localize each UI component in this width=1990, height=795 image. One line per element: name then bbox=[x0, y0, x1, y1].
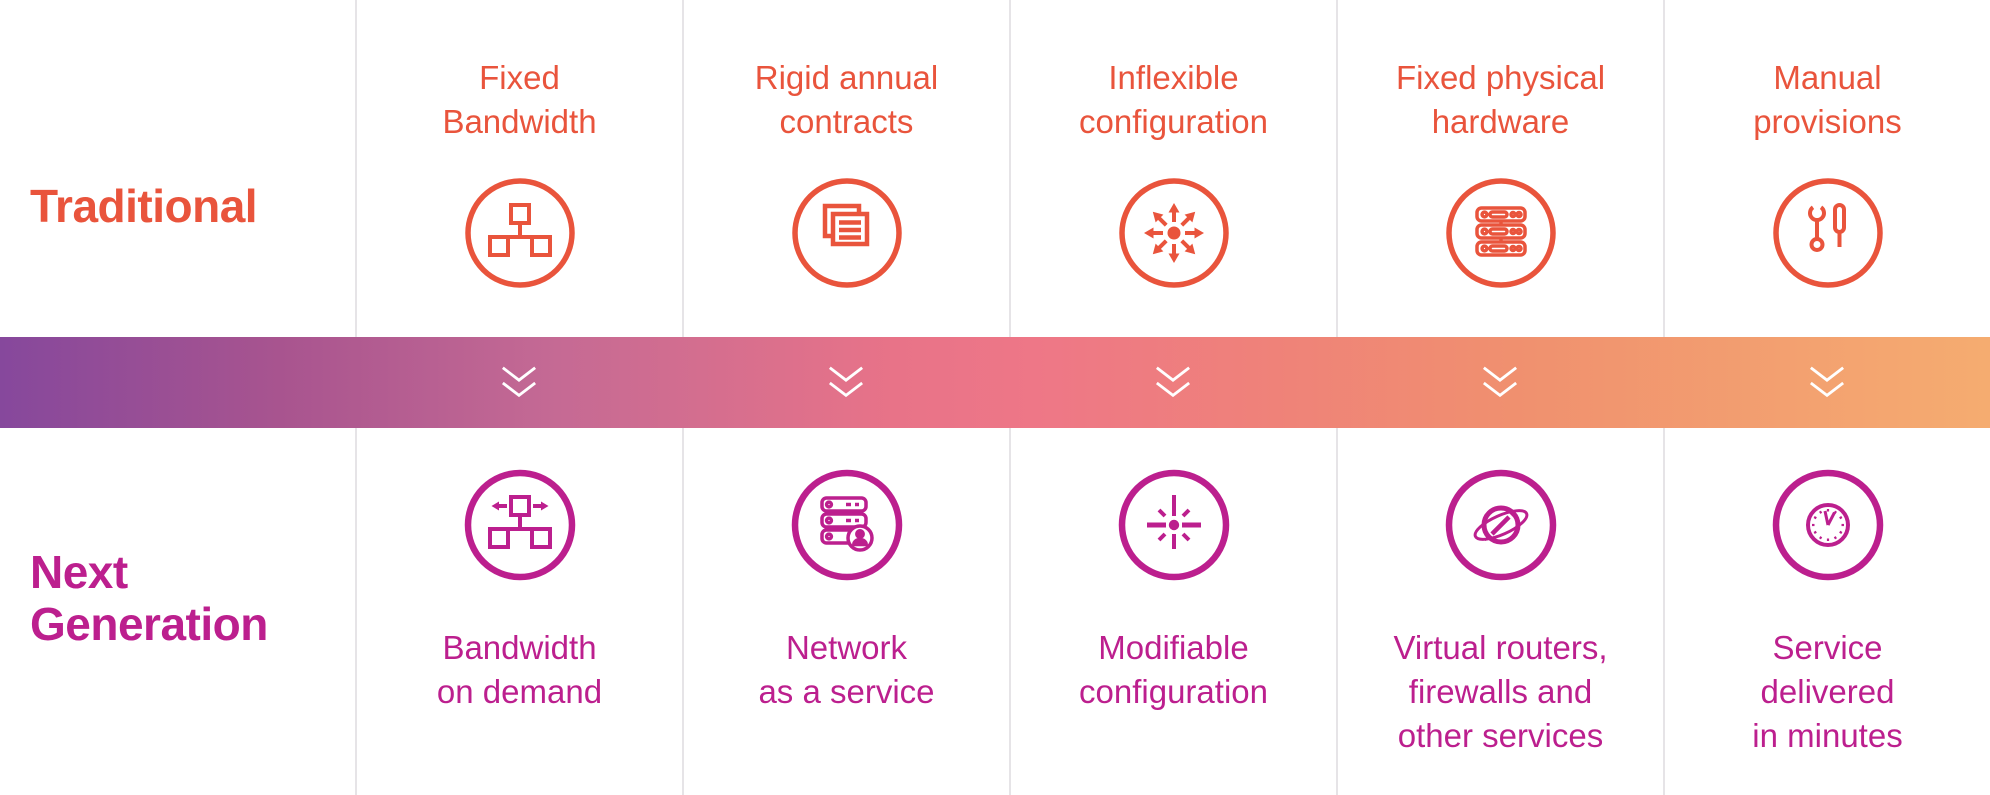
column-label: Modifiable configuration bbox=[1079, 629, 1268, 710]
band-chevron-cell bbox=[1336, 337, 1663, 428]
nextgen-column-modifiable-configuration: Modifiable configuration bbox=[1009, 428, 1336, 795]
double-chevron-down-icon bbox=[501, 366, 536, 397]
band-chevron-cell bbox=[1009, 337, 1336, 428]
traditional-column-inflexible-configuration: Inflexible configuration bbox=[1009, 0, 1336, 337]
nextgen-column-bandwidth-on-demand: Bandwidth on demand bbox=[355, 428, 682, 795]
planet-arrows-icon bbox=[1445, 469, 1556, 581]
column-label: Virtual routers, firewalls and other ser… bbox=[1393, 629, 1608, 754]
column-label: Inflexible configuration bbox=[1079, 59, 1268, 140]
documents-icon bbox=[791, 178, 902, 288]
nextgen-column-service-in-minutes: Service delivered in minutes bbox=[1663, 428, 1990, 795]
server-stack-icon bbox=[1445, 178, 1556, 288]
band-spacer bbox=[0, 337, 355, 428]
column-label: Network as a service bbox=[758, 629, 935, 710]
spark-icon bbox=[1118, 469, 1229, 581]
clock-icon bbox=[1772, 469, 1883, 581]
double-chevron-down-icon bbox=[1155, 366, 1190, 397]
column-label: Rigid annual contracts bbox=[754, 59, 939, 140]
next-generation-row-header: Next Generation bbox=[30, 546, 268, 650]
server-user-icon bbox=[791, 469, 902, 581]
column-label: Service delivered in minutes bbox=[1752, 629, 1903, 754]
traditional-column-fixed-bandwidth: Fixed Bandwidth bbox=[355, 0, 682, 337]
radiating-arrows-icon bbox=[1118, 178, 1229, 288]
double-chevron-down-icon bbox=[1809, 366, 1844, 397]
traditional-row: Traditional Fixed Bandwidth Rigid annual… bbox=[0, 0, 1990, 337]
band-chevron-cell bbox=[1663, 337, 1990, 428]
column-label: Bandwidth on demand bbox=[436, 629, 603, 710]
transition-gradient-band bbox=[0, 337, 1990, 428]
column-label: Fixed physical hardware bbox=[1395, 59, 1606, 140]
column-label: Manual provisions bbox=[1753, 59, 1902, 140]
band-chevron-cell bbox=[682, 337, 1009, 428]
traditional-row-header: Traditional bbox=[30, 180, 258, 232]
traditional-column-fixed-hardware: Fixed physical hardware bbox=[1336, 0, 1663, 337]
tools-icon bbox=[1772, 178, 1883, 288]
double-chevron-down-icon bbox=[828, 366, 863, 397]
band-chevron-cell bbox=[355, 337, 682, 428]
column-label: Fixed Bandwidth bbox=[442, 59, 597, 140]
traditional-column-manual-provisions: Manual provisions bbox=[1663, 0, 1990, 337]
nextgen-column-virtual-routers: Virtual routers, firewalls and other ser… bbox=[1336, 428, 1663, 795]
traditional-column-rigid-contracts: Rigid annual contracts bbox=[682, 0, 1009, 337]
nextgen-column-network-as-a-service: Network as a service bbox=[682, 428, 1009, 795]
network-topology-icon bbox=[464, 178, 575, 288]
next-generation-row: Next Generation Bandwidth on demand bbox=[0, 428, 1990, 795]
double-chevron-down-icon bbox=[1482, 366, 1517, 397]
network-expand-icon bbox=[464, 469, 575, 581]
